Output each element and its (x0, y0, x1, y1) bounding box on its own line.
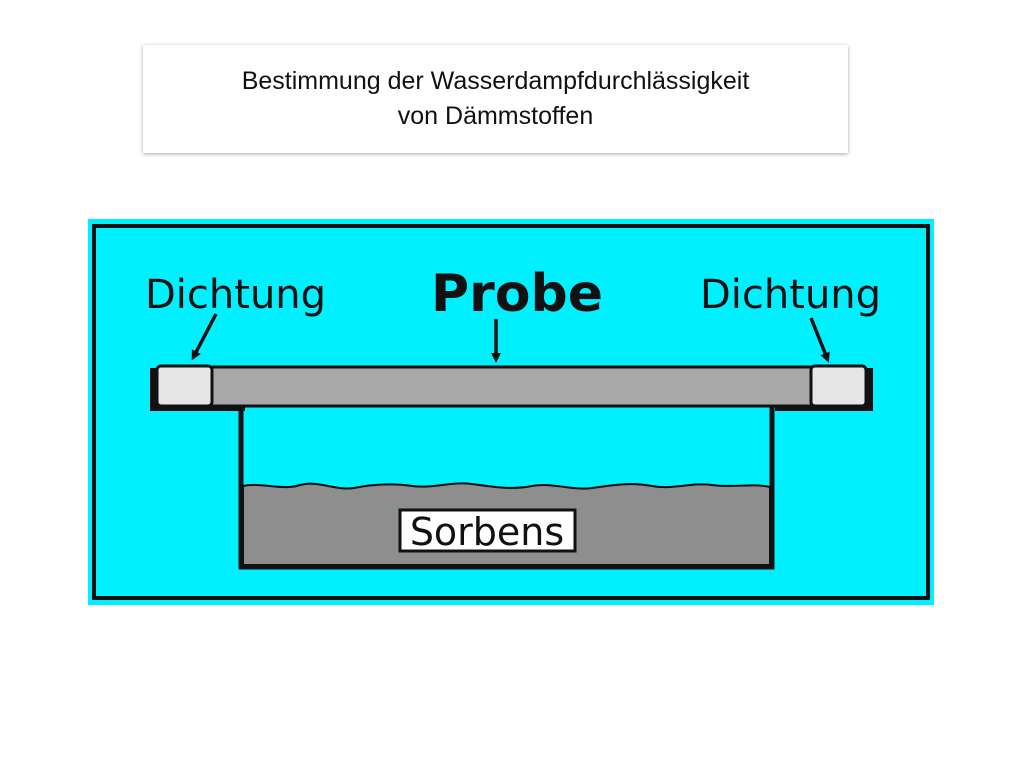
label-sample: Probe (431, 264, 603, 324)
title-line-1: Bestimmung der Wasserdampfdurchlässigkei… (241, 67, 750, 95)
arrow-seal-right (809, 317, 830, 363)
title-line-2: von Dämmstoffen (397, 102, 594, 130)
label-seal-left: Dichtung (145, 272, 326, 318)
seal-right (809, 364, 868, 408)
sample-plate (208, 365, 816, 408)
sorbent-label-box (398, 508, 577, 553)
arrow-seal-left (191, 313, 218, 361)
diagram-frame (92, 224, 930, 600)
label-sorbent: Sorbens (410, 510, 564, 554)
title-box: Bestimmung der Wasserdampfdurchlässigkei… (143, 45, 848, 153)
label-seal-right: Dichtung (700, 272, 881, 318)
seal-left (155, 364, 214, 408)
